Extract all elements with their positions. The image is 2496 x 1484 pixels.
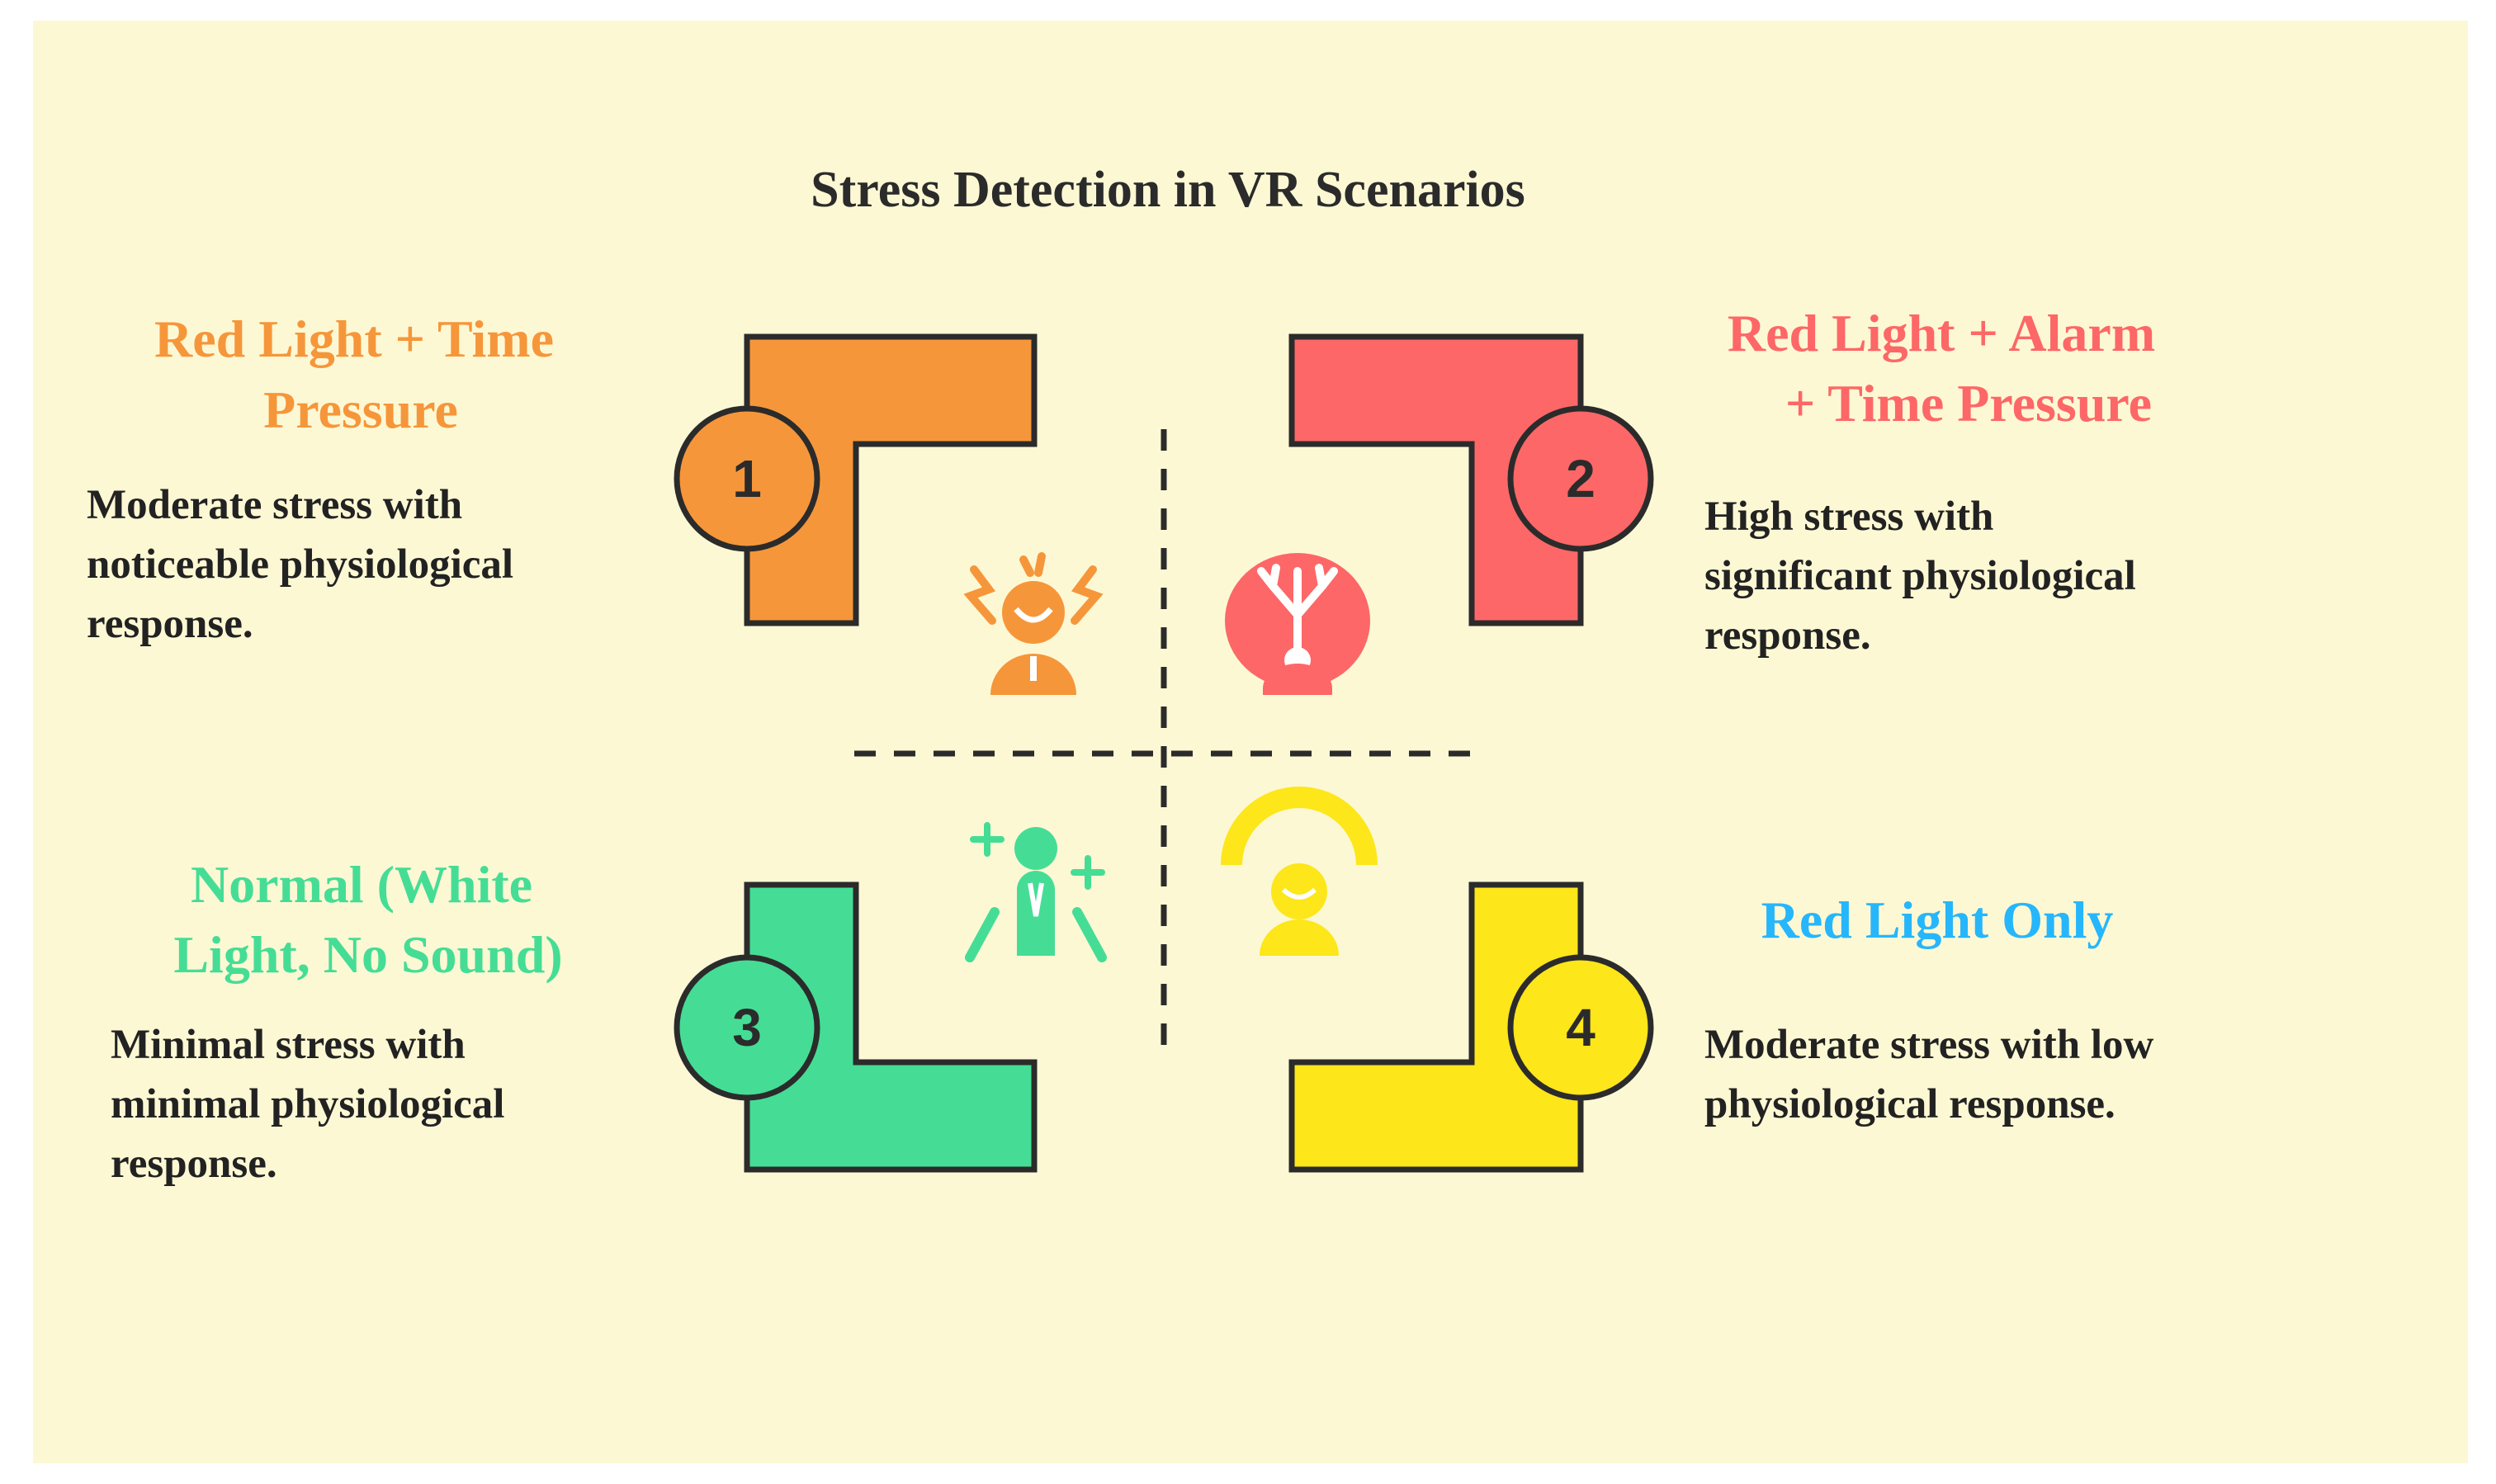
diagram-title: Stress Detection in VR Scenarios — [811, 162, 1525, 218]
quadrant-2-description-line: significant physiological — [1704, 553, 2136, 599]
badge-2: 2 — [1507, 405, 1654, 552]
quadrant-4-title-line: Red Light Only — [1761, 891, 2114, 949]
quadrant-2-title-line: + Time Pressure — [1785, 374, 2152, 432]
quadrant-2-title-line: Red Light + Alarm — [1728, 304, 2155, 362]
relaxed-person-icon — [965, 822, 1107, 962]
badge-1-number: 1 — [732, 449, 762, 508]
quadrant-1-title-line: Red Light + Time — [154, 310, 554, 368]
quadrant-3-text: Normal (White Light, No Sound) Minimal s… — [111, 855, 563, 1187]
quadrant-1-description-line: response. — [87, 601, 253, 647]
quadrant-3-description-line: Minimal stress with — [111, 1022, 466, 1068]
quadrant-4-title: Red Light Only — [1761, 891, 2114, 949]
quadrant-2-text: Red Light + Alarm + Time Pressure High s… — [1704, 304, 2168, 659]
badge-3-number: 3 — [732, 998, 762, 1057]
quadrant-1-description: Moderate stress with noticeable physiolo… — [87, 482, 524, 647]
quadrant-1-title-line: Pressure — [263, 380, 458, 439]
quadrant-3-title-line: Light, No Sound) — [173, 925, 562, 984]
l-shape-3 — [744, 881, 1038, 1173]
quadrant-3-description-line: response. — [111, 1141, 277, 1187]
badge-4: 4 — [1507, 954, 1654, 1101]
quadrant-2-description: High stress with significant physiologic… — [1704, 494, 2147, 659]
quadrant-4-description: Moderate stress with low physiological r… — [1704, 1022, 2164, 1127]
quadrant-2-description-line: response. — [1704, 612, 1871, 659]
person-with-signal-icon — [1221, 787, 1378, 956]
quadrant-2-description-line: High stress with — [1704, 494, 1993, 540]
quadrant-3-description-line: minimal physiological — [111, 1081, 504, 1127]
quadrant-1-description-line: noticeable physiological — [87, 541, 513, 588]
l-shape-4 — [1288, 881, 1584, 1173]
badge-2-number: 2 — [1566, 449, 1595, 508]
l-shape-2 — [1288, 333, 1584, 626]
quadrant-3-title: Normal (White Light, No Sound) — [173, 855, 562, 984]
quadrant-1-text: Red Light + Time Pressure Moderate stres… — [87, 310, 567, 647]
badge-3: 3 — [674, 954, 820, 1101]
quadrant-4-text: Red Light Only Moderate stress with low … — [1704, 891, 2164, 1127]
quadrant-4-description-line: physiological response. — [1704, 1081, 2115, 1127]
quadrant-1-description-line: Moderate stress with — [87, 482, 462, 528]
stressed-person-icon — [963, 552, 1104, 695]
quadrant-3-description: Minimal stress with minimal physiologica… — [111, 1022, 515, 1187]
head-with-tree-icon — [1225, 553, 1370, 695]
diagram-background — [33, 21, 2468, 1463]
badge-1: 1 — [674, 405, 820, 552]
quadrant-1-title: Red Light + Time Pressure — [154, 310, 567, 439]
l-shape-1 — [744, 333, 1038, 626]
quadrant-2-title: Red Light + Alarm + Time Pressure — [1728, 304, 2168, 432]
quadrant-4-description-line: Moderate stress with low — [1704, 1022, 2154, 1068]
quadrant-3-title-line: Normal (White — [191, 855, 532, 914]
badge-4-number: 4 — [1566, 998, 1595, 1057]
